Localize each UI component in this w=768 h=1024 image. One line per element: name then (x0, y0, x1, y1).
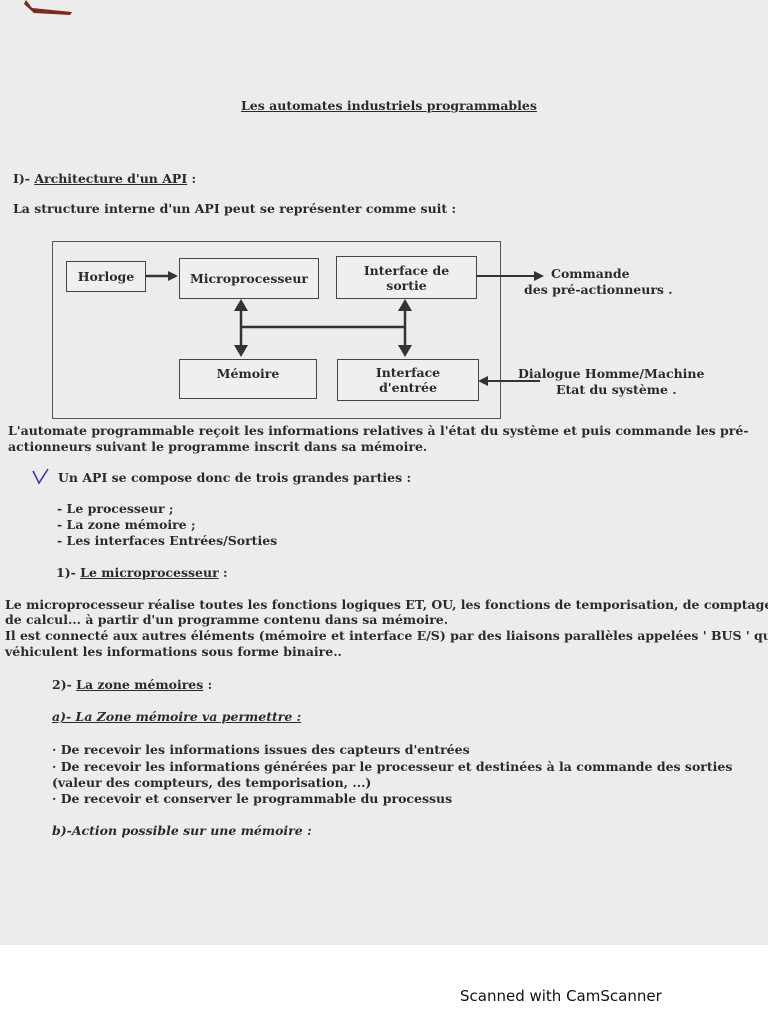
paragraph-line: véhiculent les informations sous forme b… (5, 644, 342, 659)
camscanner-watermark: Scanned with CamScanner (460, 987, 662, 1005)
scanned-page: Les automates industriels programmables … (0, 0, 768, 945)
parts-intro: Un API se compose donc de trois grandes … (58, 470, 412, 485)
subheading-zone-memoire-a: a)- La Zone mémoire va permettre : (52, 709, 302, 724)
bullet-item: · De recevoir les informations générées … (52, 759, 733, 774)
label-commande: Commande (551, 266, 630, 281)
diagram-frame (52, 241, 501, 419)
label-etat-systeme: Etat du système . (556, 382, 677, 397)
subheading-microprocesseur: 1)- Le microprocesseur : (56, 565, 228, 580)
section-heading: I)- Architecture d'un API : (13, 171, 197, 186)
paragraph-line: Le microprocesseur réalise toutes les fo… (5, 597, 768, 612)
bullet-item: (valeur des compteurs, des temporisation… (52, 775, 372, 790)
page-title: Les automates industriels programmables (241, 98, 537, 113)
box-memoire: Mémoire (179, 359, 317, 399)
list-item: - Le processeur ; (57, 501, 174, 516)
list-item: - La zone mémoire ; (57, 517, 196, 532)
corner-mark (24, 0, 72, 15)
label-dialogue: Dialogue Homme/Machine (518, 366, 705, 381)
subheading-action-memoire: b)-Action possible sur une mémoire : (52, 823, 312, 838)
paragraph-line: de calcul... à partir d'un programme con… (5, 612, 449, 627)
paragraph-line: actionneurs suivant le programme inscrit… (8, 439, 428, 454)
label-pre-actionneurs: des pré-actionneurs . (524, 282, 673, 297)
checkmark-icon (32, 468, 49, 485)
list-item: - Les interfaces Entrées/Sorties (57, 533, 278, 548)
bullet-item: · De recevoir les informations issues de… (52, 742, 470, 757)
paragraph-line: Il est connecté aux autres éléments (mém… (5, 628, 768, 643)
bullet-item: · De recevoir et conserver le programmab… (52, 791, 453, 806)
subheading-zone-memoires: 2)- La zone mémoires : (52, 677, 213, 692)
paragraph-line: L'automate programmable reçoit les infor… (8, 423, 749, 438)
section-intro: La structure interne d'un API peut se re… (13, 201, 457, 216)
box-microprocesseur: Microprocesseur (179, 258, 319, 299)
diagram-arrows (145, 271, 544, 386)
